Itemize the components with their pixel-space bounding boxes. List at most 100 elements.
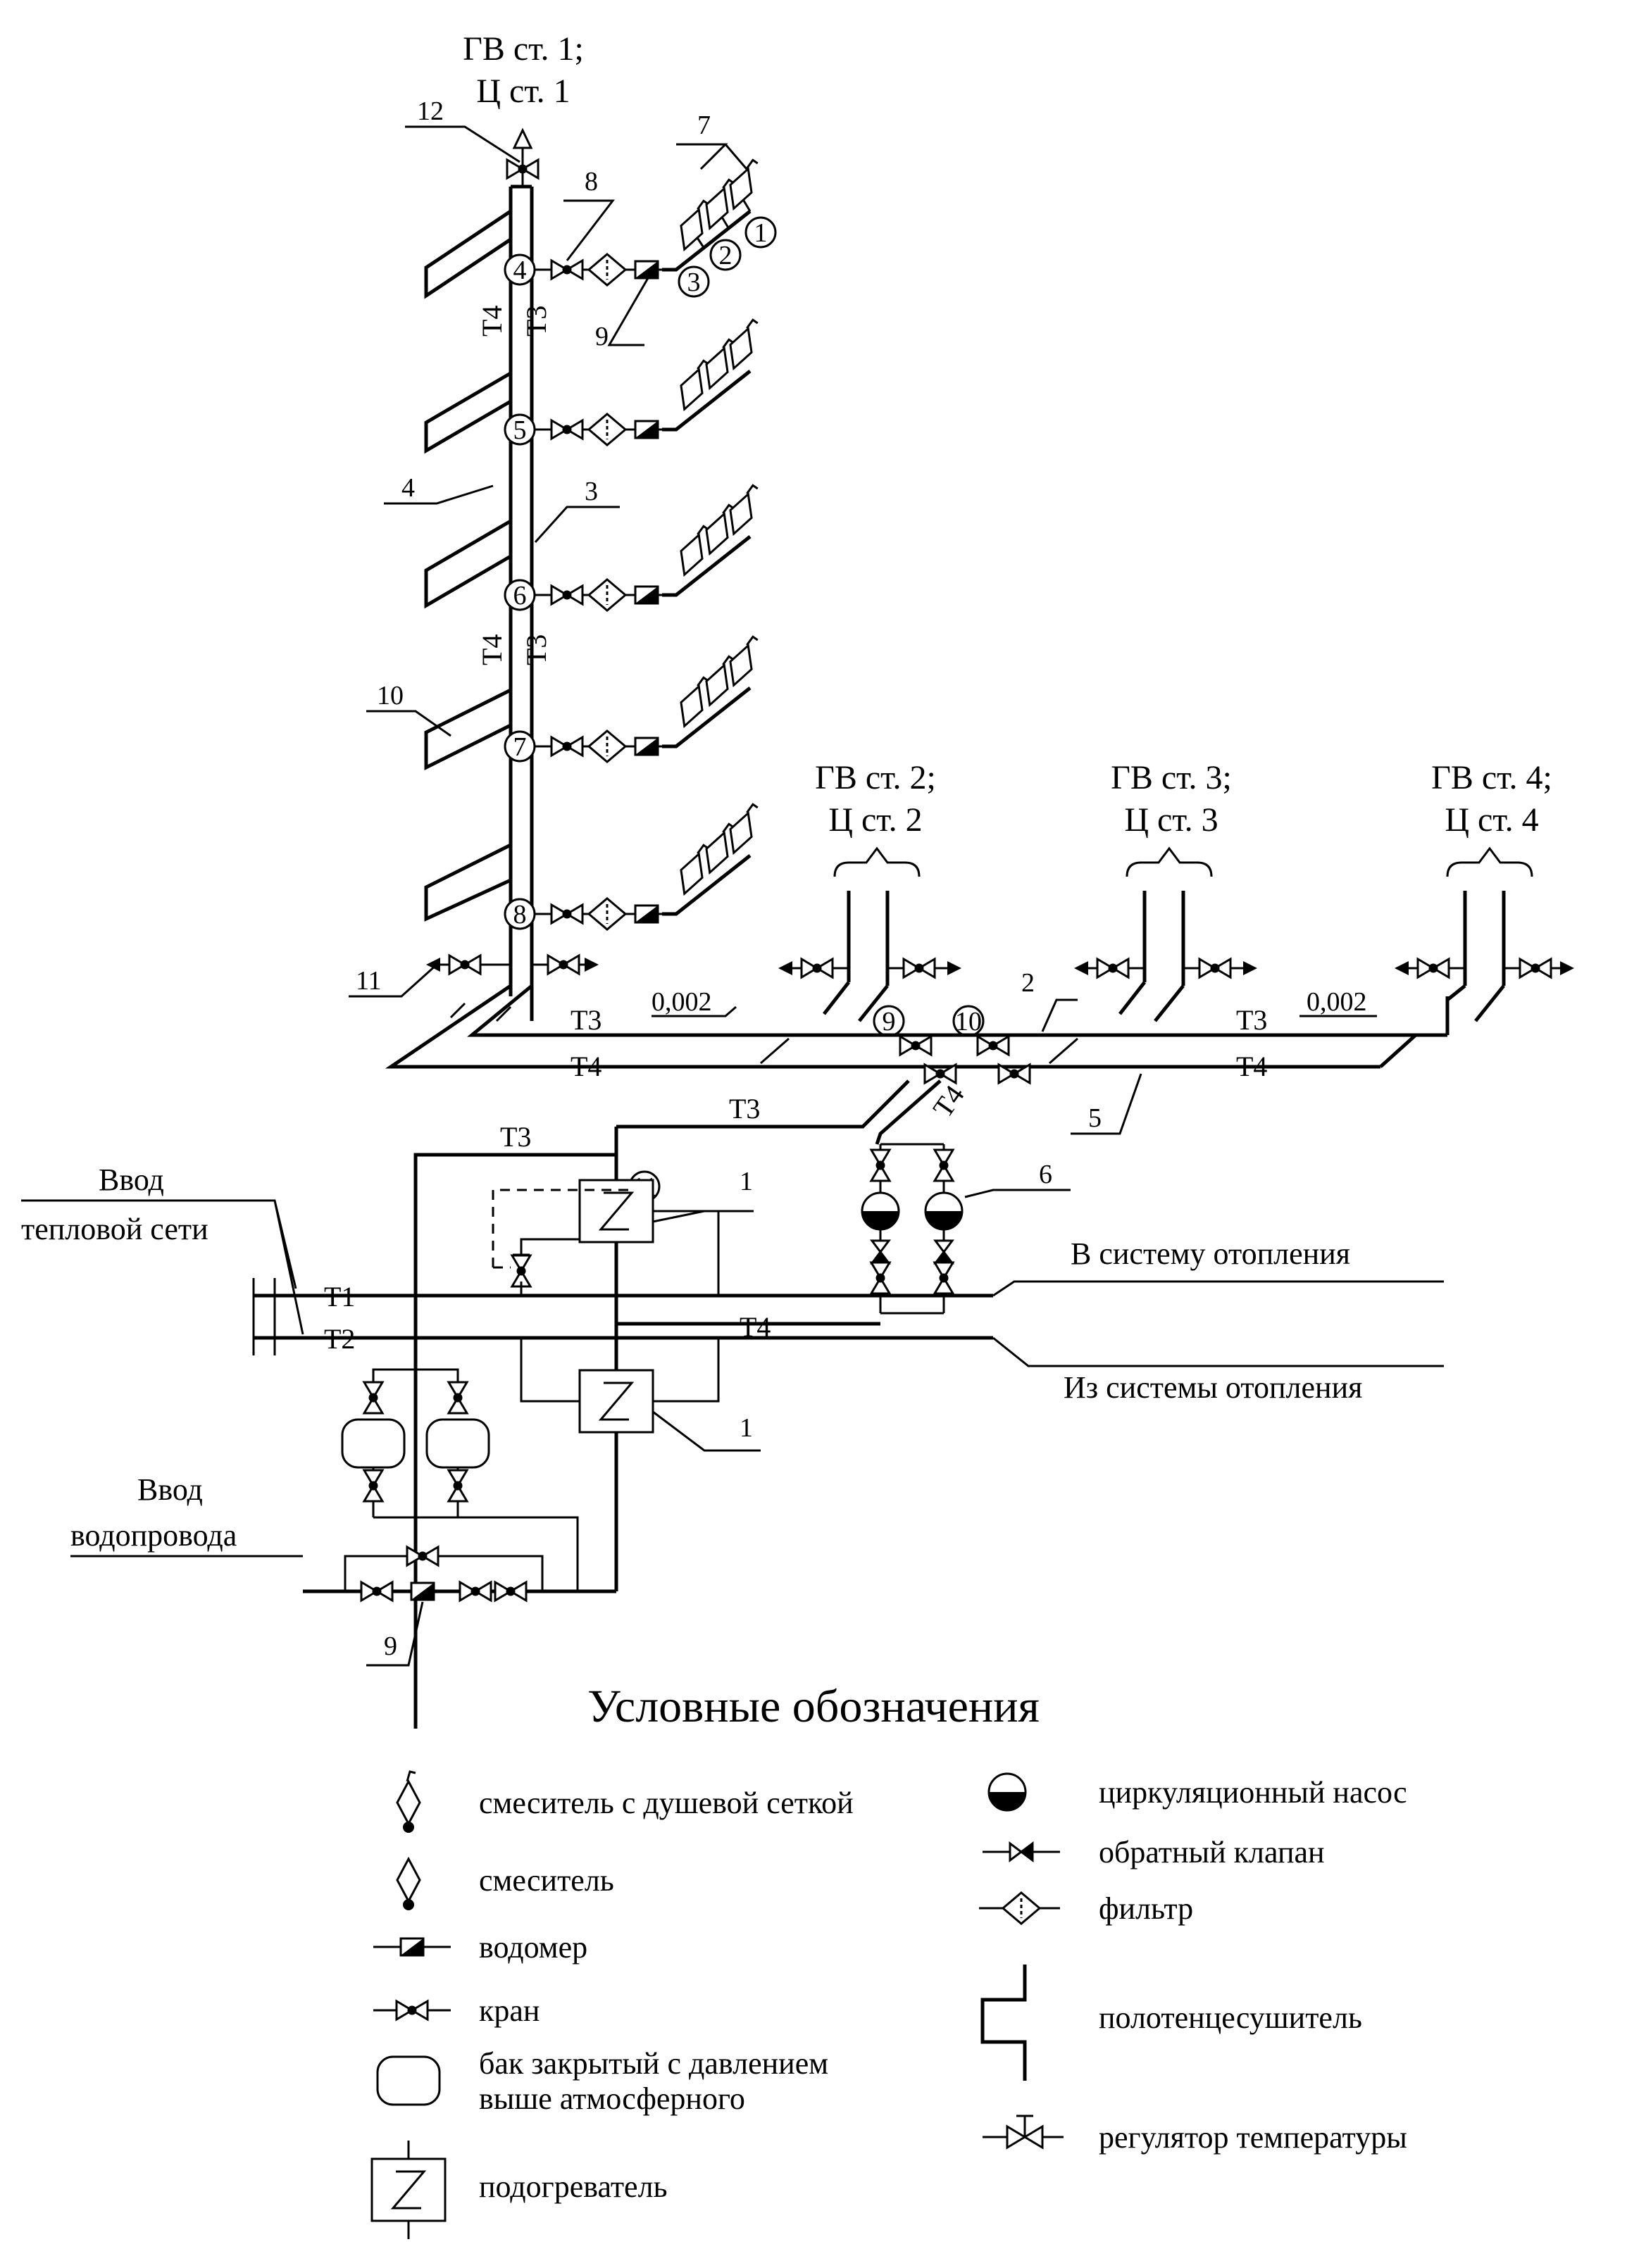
heating-return-label: Из системы отопления	[1064, 1370, 1362, 1405]
water-meter-icon	[634, 260, 659, 280]
svg-text:8: 8	[585, 167, 598, 196]
filter-icon	[587, 253, 627, 287]
valve-icon	[547, 954, 580, 975]
legend-item-label: выше атмосферного	[479, 2081, 745, 2116]
valve-icon	[1519, 958, 1552, 979]
riser-2-caption: ГВ ст. 2;	[815, 759, 936, 796]
riser-2	[778, 846, 961, 1022]
legend-title: Условные обозначения	[587, 1681, 1040, 1732]
heater-icon	[578, 1369, 654, 1434]
svg-text:1: 1	[740, 1167, 753, 1196]
riser-1-caption: Ц ст. 1	[476, 73, 570, 110]
tank-icon	[341, 1418, 406, 1469]
heat-input-label: Ввод	[99, 1163, 164, 1197]
filter-icon	[587, 413, 627, 446]
svg-text:11: 11	[356, 966, 382, 996]
label-t2: Т2	[324, 1323, 355, 1355]
riser-captions: ГВ ст. 1; Ц ст. 1 ГВ ст. 2; Ц ст. 2 ГВ с…	[463, 30, 1552, 839]
legend-item-label: бак закрытый с давлением	[479, 2046, 828, 2081]
water-meter-icon	[634, 737, 659, 756]
riser-label-t4: Т4	[476, 306, 508, 337]
main-label-t3: Т3	[571, 1004, 601, 1036]
shower-mixer-icon	[722, 480, 763, 539]
legend: Условные обозначения смеситель с душевой…	[370, 1681, 1407, 2239]
riser-4	[1395, 846, 1574, 1022]
heat-station: Т3 Т3 Т4 Т4 Т1	[21, 1079, 1444, 1729]
legend-item-label: водомер	[479, 1930, 587, 1965]
valve-icon	[976, 1035, 1010, 1056]
valve-icon	[1096, 958, 1130, 979]
valve-icon	[550, 736, 584, 757]
valve-icon	[448, 954, 482, 975]
riser-1-caption: ГВ ст. 1;	[463, 30, 584, 68]
floor-branch	[532, 154, 763, 287]
filter-icon	[587, 897, 627, 931]
valve-icon	[395, 2000, 429, 2021]
slope-label: 0,002	[652, 987, 712, 1017]
slope-label: 0,002	[1307, 987, 1367, 1017]
svg-text:12: 12	[417, 96, 444, 126]
towel-dryer-icon	[424, 209, 512, 299]
svg-text:4: 4	[513, 256, 527, 285]
air-vent-icon	[512, 127, 533, 149]
shower-mixer-icon	[722, 631, 763, 691]
legend-item-label: подогреватель	[479, 2169, 668, 2204]
valve-icon	[494, 1581, 528, 1602]
shower-mixer-icon	[722, 314, 763, 374]
legend-item-label: фильтр	[1099, 1891, 1193, 1926]
svg-text:5: 5	[513, 415, 527, 445]
towel-dryer-icon	[424, 843, 512, 922]
shower-mixer-icon	[722, 798, 763, 858]
water-meter-icon	[634, 420, 659, 439]
valve-icon	[1198, 958, 1232, 979]
slope-labels: 0,002 0,002	[652, 987, 1377, 1017]
svg-text:2: 2	[719, 241, 733, 270]
callouts: 7 8 9 12 4 3 10 11 2 5 6 1 1 9	[349, 96, 1142, 1667]
station-label-t3: Т3	[500, 1121, 531, 1153]
riser-3	[1074, 846, 1257, 1022]
riser-label-t3: Т3	[520, 634, 552, 665]
svg-text:5: 5	[1088, 1103, 1102, 1133]
valve-icon	[933, 1261, 954, 1295]
filter-icon	[587, 729, 627, 763]
check-valve-icon	[934, 1239, 954, 1265]
legend-item-label: смеситель с душевой сеткой	[479, 1786, 854, 1820]
legend-item-label: полотенцесушитель	[1099, 2000, 1362, 2035]
riser-4-caption: Ц ст. 4	[1445, 801, 1538, 839]
svg-text:3: 3	[585, 477, 598, 506]
water-meter-icon	[634, 585, 659, 605]
filter-icon	[1002, 1891, 1041, 1925]
svg-text:6: 6	[513, 581, 527, 610]
svg-text:1: 1	[740, 1413, 753, 1443]
towel-dryer-icon	[424, 519, 512, 609]
pump-icon	[924, 1191, 964, 1231]
valve-icon	[902, 958, 936, 979]
filter-icon	[587, 578, 627, 612]
heating-supply-label: В систему отопления	[1071, 1236, 1350, 1271]
riser-4-caption: ГВ ст. 4;	[1431, 759, 1552, 796]
valve-icon	[447, 1469, 468, 1503]
valve-icon	[800, 958, 834, 979]
main-label-t4: Т4	[1236, 1051, 1267, 1082]
svg-text:9: 9	[883, 1007, 896, 1036]
legend-item-label: обратный клапан	[1099, 1835, 1325, 1869]
legend-item-label: циркуляционный насос	[1099, 1775, 1407, 1810]
shower-mixer-icon	[396, 1770, 421, 1825]
floor-branch	[532, 631, 763, 763]
svg-text:3: 3	[687, 268, 701, 297]
check-valve-icon	[871, 1239, 890, 1265]
valve-icon	[550, 584, 584, 606]
svg-text:7: 7	[697, 111, 711, 140]
svg-text:10: 10	[377, 681, 404, 710]
svg-text:10: 10	[955, 1007, 982, 1036]
valve-icon	[870, 1148, 891, 1182]
mixer-icon	[396, 1856, 421, 1904]
svg-text:7: 7	[513, 732, 527, 762]
svg-text:6: 6	[1039, 1160, 1052, 1189]
svg-text:2: 2	[1021, 968, 1035, 998]
water-input-label: Ввод	[137, 1472, 203, 1507]
legend-item-label: регулятор температуры	[1099, 2120, 1407, 2155]
valve-icon	[933, 1148, 954, 1182]
valve-icon	[447, 1381, 468, 1415]
